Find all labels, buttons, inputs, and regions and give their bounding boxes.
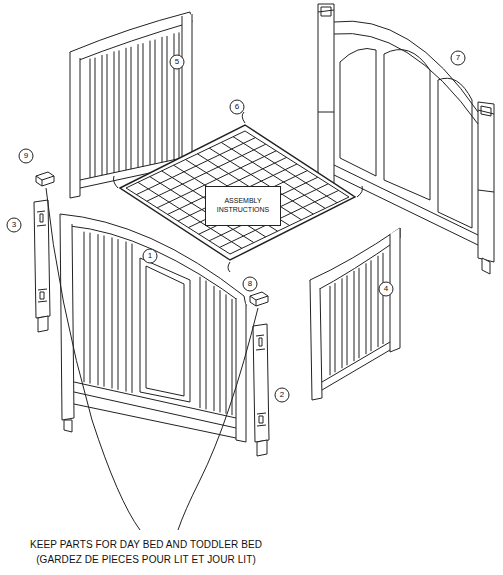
slat-line [354,271,355,361]
slat-line [107,54,108,174]
slat-line [179,32,180,158]
callout-number: 2 [280,391,284,399]
callout-number: 3 [12,221,16,229]
post-2 [253,324,269,456]
mattress-spring-6 [114,112,363,272]
slat-line [226,294,227,413]
slat-line [95,58,96,177]
callout-circle [143,249,157,263]
callout-number: 4 [384,285,388,293]
slat-line [378,256,379,347]
slat-line [359,268,360,358]
callout-number: 7 [456,54,460,62]
headboard-7 [318,4,494,274]
callout-circle [275,388,289,402]
slat-line [186,160,290,226]
post-3 [34,200,50,332]
slat-line [330,286,331,375]
slat-line [138,44,139,167]
slat-line [383,253,384,344]
slat-line [366,263,367,354]
box-text: ASSEMBLY INSTRUCTIONS [206,197,280,215]
slat-line [90,59,91,178]
callout-circle [7,218,21,232]
slat-line [342,278,343,368]
slat-line [84,232,85,383]
slat-line [90,233,91,384]
note-text: (GARDEZ DE PIECES POUR LIT ET JOUR LIT) [36,555,256,565]
callout-circle [451,51,465,65]
slat-line [162,37,163,162]
callout-circle [19,149,33,163]
slat-line [174,33,175,159]
callout-number: 8 [248,280,252,288]
slat-line [112,237,113,388]
bracket-8 [250,292,268,306]
slat-line [98,234,99,385]
slat-line [335,283,336,372]
slat-line [132,244,133,393]
slat-line [371,260,372,351]
callout-number: 1 [148,252,152,260]
slat-line [126,48,127,170]
slat-line [167,36,168,161]
slat-line [114,51,115,172]
slat-line [199,177,318,234]
slat-line [200,277,201,408]
end-panel-4 [310,228,400,400]
slat-line [131,47,132,169]
leader-line [46,188,140,530]
slat-line [143,43,144,166]
bracket-9 [36,172,54,186]
slat-line [150,41,151,165]
callout-number: 6 [235,103,239,111]
slat-line [347,275,348,365]
slat-line [214,286,215,411]
slat-line [126,242,127,392]
slat-line [220,290,221,412]
instruction-box: ASSEMBLY INSTRUCTIONS [205,186,281,226]
slat-line [102,55,103,175]
slat-line [119,50,120,171]
slat-line [206,281,207,410]
callout-number: 9 [24,152,28,160]
leader-line [178,308,258,530]
slat-line [155,40,156,164]
callout-circle [243,277,257,291]
callout-circle [230,100,244,114]
slat-line [118,239,119,390]
callout-circle [170,55,184,69]
note-text: KEEP PARTS FOR DAY BED AND TODDLER BED [30,540,262,550]
callout-number: 5 [175,58,179,66]
slat-line [104,235,105,386]
callout-circle [379,282,393,296]
